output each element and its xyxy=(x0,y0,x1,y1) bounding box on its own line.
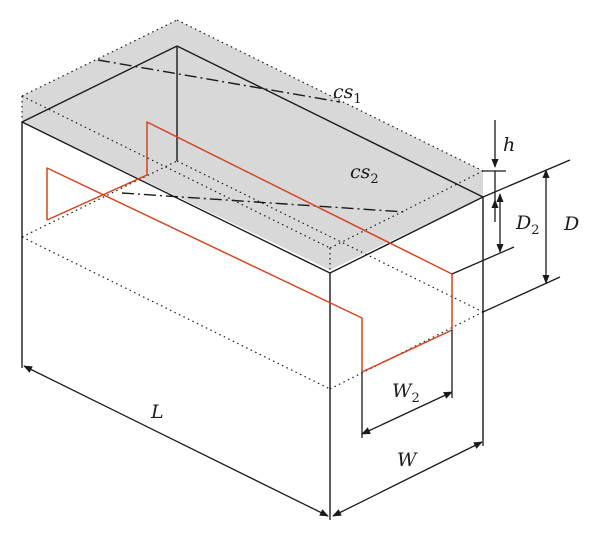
label-d: D xyxy=(563,213,579,235)
labels: cs1 cs2 h D2 D W2 W L xyxy=(150,81,579,471)
label-h: h xyxy=(503,134,515,156)
label-w: W xyxy=(397,449,418,471)
label-w2: W2 xyxy=(392,380,420,406)
cutting-plane-cs2 xyxy=(121,192,406,213)
label-l: L xyxy=(150,401,164,423)
box-outline xyxy=(21,45,484,514)
label-cs1: cs1 xyxy=(333,81,362,107)
cutting-planes xyxy=(97,59,406,213)
dimension-lines xyxy=(21,120,571,520)
label-d2: D2 xyxy=(515,212,540,238)
cutting-plane-cs1 xyxy=(97,59,341,103)
label-cs2: cs2 xyxy=(350,161,379,187)
shaded-top-layer xyxy=(22,20,483,270)
